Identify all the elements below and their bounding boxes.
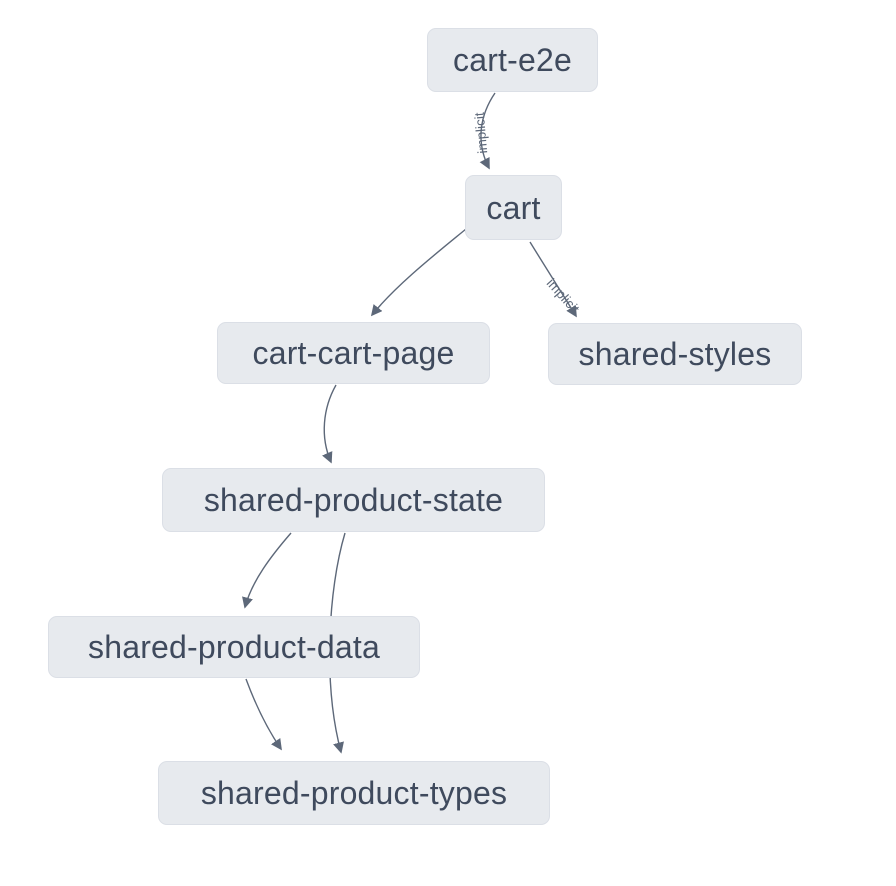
node-label: shared-product-data	[88, 629, 380, 665]
node-shared-product-types[interactable]: shared-product-types	[158, 761, 550, 825]
edge-shared-product-state-to-shared-product-data	[242, 532, 292, 609]
node-shared-product-data[interactable]: shared-product-data	[48, 616, 420, 678]
edge-label-implicit: implicit	[544, 276, 583, 317]
edge-cart-to-cart-cart-page	[370, 228, 467, 317]
edge-cart-to-shared-styles: implicit	[529, 241, 583, 318]
node-cart-e2e[interactable]: cart-e2e	[427, 28, 598, 92]
node-label: cart	[486, 189, 541, 226]
node-shared-product-state[interactable]: shared-product-state	[162, 468, 545, 532]
node-label: shared-product-state	[203, 482, 504, 518]
edge-cart-cart-page-to-shared-product-state	[322, 384, 337, 464]
edge-shared-product-data-to-shared-product-types	[245, 678, 282, 751]
node-shared-styles[interactable]: shared-styles	[548, 323, 802, 385]
node-cart-cart-page[interactable]: cart-cart-page	[217, 322, 490, 384]
node-cart[interactable]: cart	[465, 175, 562, 240]
edge-label-implicit: implicit	[472, 112, 491, 155]
node-label: shared-product-types	[200, 775, 508, 811]
node-label: cart-e2e	[453, 42, 572, 78]
edge-cart-e2e-to-cart: implicit	[472, 92, 496, 170]
node-label: cart-cart-page	[252, 335, 455, 371]
node-label: shared-styles	[578, 336, 772, 372]
